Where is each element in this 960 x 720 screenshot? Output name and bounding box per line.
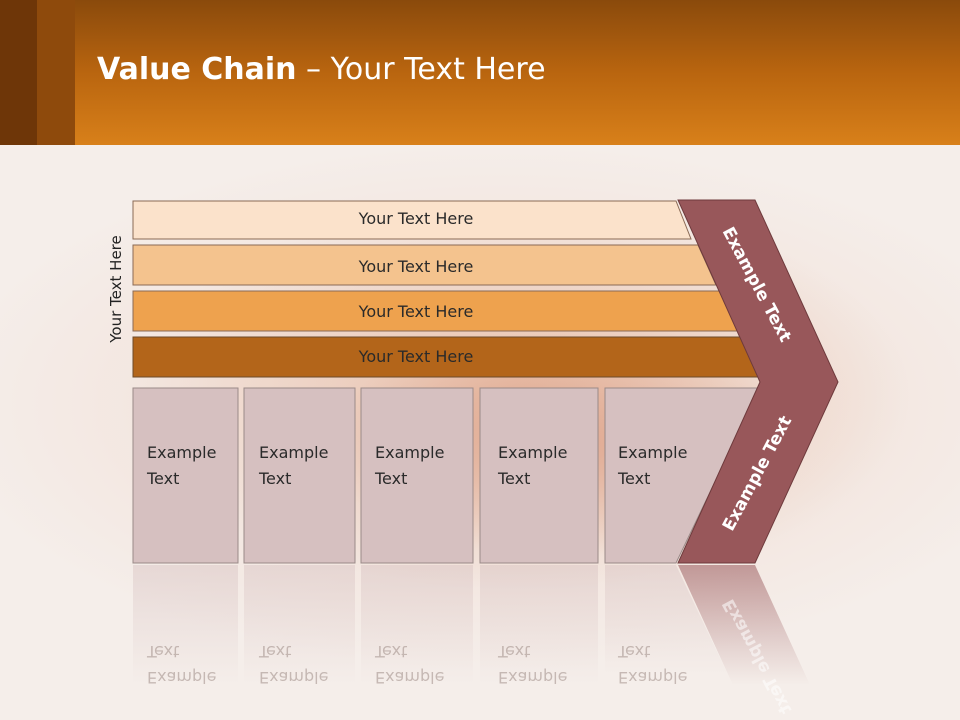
- box-1-reflection-line2: Text: [146, 642, 179, 661]
- box-3: Example Text: [360, 387, 474, 564]
- box-3-shape: [360, 387, 474, 564]
- bar-1: Your Text Here: [132, 200, 692, 240]
- bar-3-label: Your Text Here: [358, 302, 474, 321]
- box-3-line2: Text: [374, 469, 407, 488]
- box-3-reflection-line2: Text: [374, 642, 407, 661]
- box-5: Example Text: [604, 387, 761, 564]
- box-3-line1: Example: [375, 443, 444, 462]
- box-1-shape: [132, 387, 239, 564]
- header-stripe-dark: [0, 0, 37, 145]
- bar-3: Your Text Here: [132, 290, 740, 332]
- box-4-reflection-line1: Example: [498, 668, 567, 687]
- box-4-shape: [479, 387, 599, 564]
- box-1: Example Text: [132, 387, 239, 564]
- box-4-reflection-line2: Text: [497, 642, 530, 661]
- box-2-reflection-line1: Example: [259, 668, 328, 687]
- box-4-line1: Example: [498, 443, 567, 462]
- box-2: Example Text: [243, 387, 356, 564]
- box-2-shape: [243, 387, 356, 564]
- header-stripe-medium: [37, 0, 75, 145]
- bar-4: Your Text Here: [132, 336, 763, 378]
- title-rest: – Your Text Here: [296, 52, 546, 87]
- box-1-reflection-line1: Example: [147, 668, 216, 687]
- box-2-reflection: [244, 565, 355, 685]
- box-5-line2: Text: [617, 469, 650, 488]
- box-5-reflection: [605, 565, 728, 675]
- box-5-line1: Example: [618, 443, 687, 462]
- box-4-line2: Text: [497, 469, 530, 488]
- box-2-reflection-line2: Text: [258, 642, 291, 661]
- header-band: Value Chain – Your Text Here: [0, 0, 960, 145]
- slide-title: Value Chain – Your Text Here: [97, 52, 546, 87]
- bar-1-shape: [132, 200, 692, 240]
- box-2-line1: Example: [259, 443, 328, 462]
- bar-1-label: Your Text Here: [358, 209, 474, 228]
- box-1-line1: Example: [147, 443, 216, 462]
- box-1-line2: Text: [146, 469, 179, 488]
- box-4-reflection: [480, 565, 598, 685]
- bar-2: Your Text Here: [132, 244, 717, 286]
- box-5-shape: [604, 387, 761, 564]
- chevron-shape: [677, 199, 839, 564]
- box-3-reflection-line1: Example: [375, 668, 444, 687]
- box-1-reflection: [133, 565, 238, 685]
- box-2-line2: Text: [258, 469, 291, 488]
- title-bold: Value Chain: [97, 52, 297, 87]
- box-5-reflection-line1: Example: [618, 668, 687, 687]
- reflection: Example Text Example Text Example Text E…: [133, 565, 810, 717]
- box-5-reflection-line2: Text: [617, 642, 650, 661]
- chevron-reflection: [678, 565, 810, 685]
- box-4: Example Text: [479, 387, 599, 564]
- bar-4-label: Your Text Here: [358, 347, 474, 366]
- box-3-reflection: [361, 565, 473, 685]
- bar-2-label: Your Text Here: [358, 257, 474, 276]
